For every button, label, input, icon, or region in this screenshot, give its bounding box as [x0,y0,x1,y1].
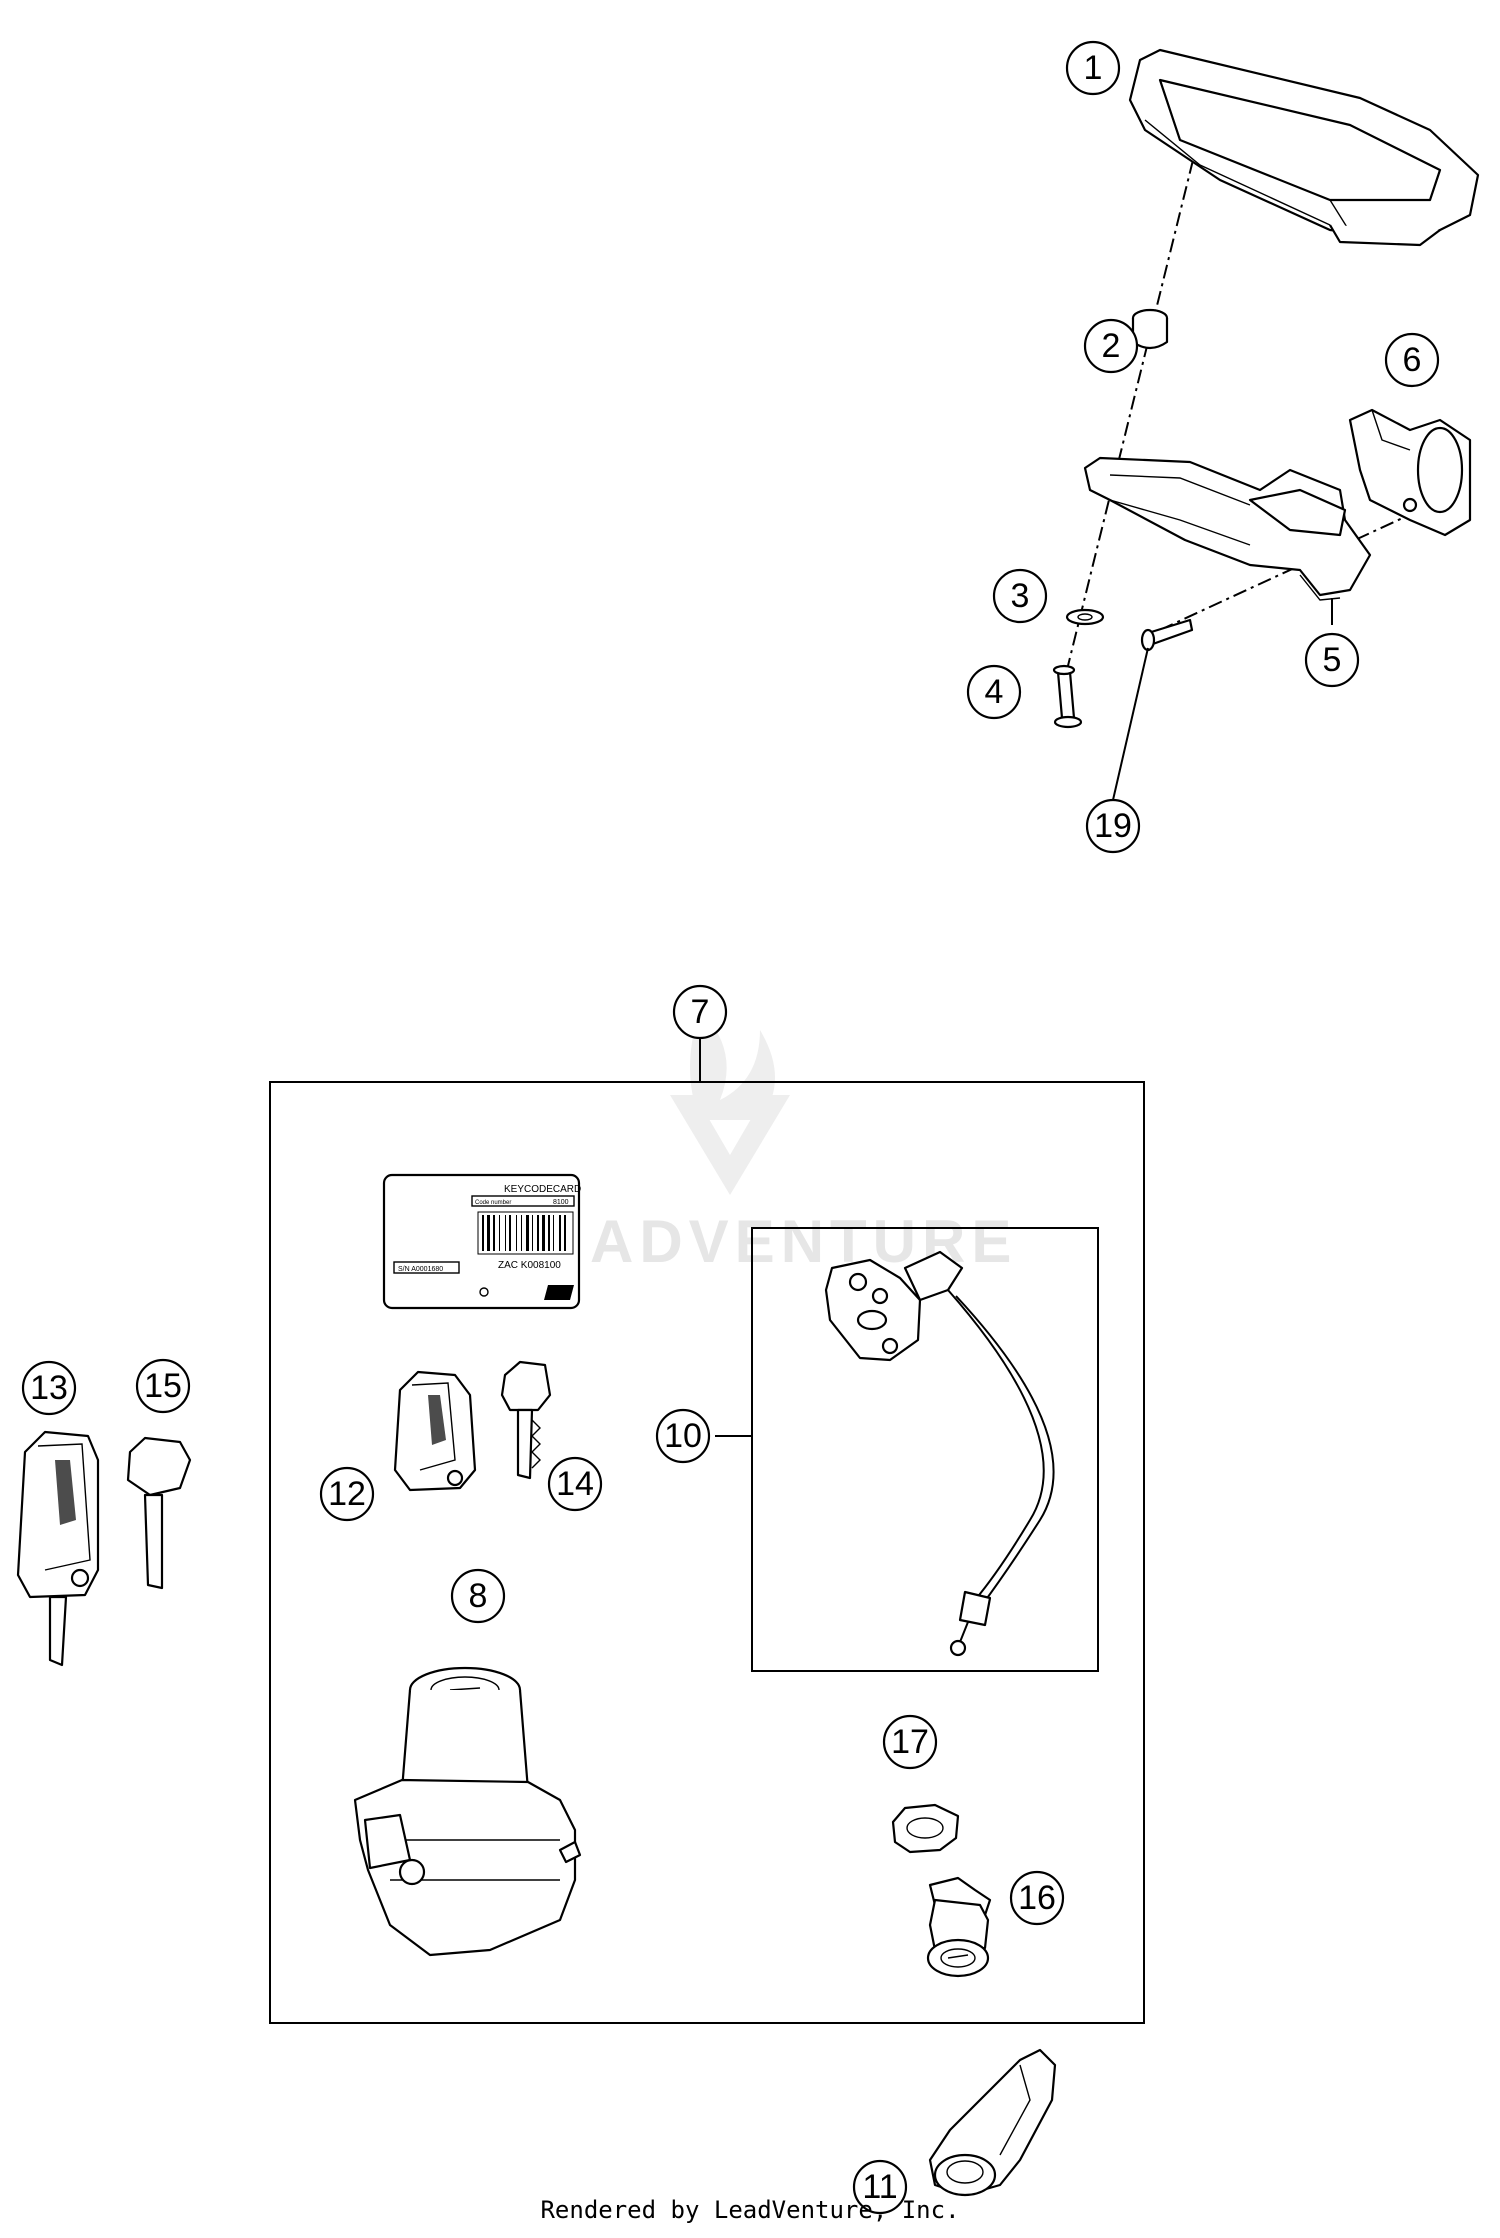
keycode-card-field-right: 8100 [553,1199,569,1206]
keycode-card-serial: S/N A0001680 [398,1266,443,1273]
callout-number: 15 [144,1367,182,1405]
callout-number: 16 [1018,1879,1056,1917]
keycode-card: KEYCODECARD Code number 8100 ZAC K008100… [382,1173,581,1310]
callout-17: 17 [882,1714,938,1770]
lock-cylinder-part [926,1876,992,1978]
callout-number: 7 [691,993,710,1031]
keycode-card-field-left: Code number [475,1200,511,1206]
washer-part [1065,608,1105,626]
barcode-bar [532,1215,533,1251]
cable-connector-part-10 [824,1250,1055,1657]
barcode-bar [493,1215,495,1251]
callout-circle [450,1568,506,1624]
barcode-bar [526,1215,529,1251]
callout-number: 1 [1084,49,1103,87]
key-fob-part-12 [393,1370,477,1492]
kit-box [269,1081,1145,2024]
barcode-bar [509,1215,511,1251]
callout-circle [1384,332,1440,388]
barcode-bar [537,1215,539,1251]
callout-circle [1304,632,1360,688]
callout-circle [1065,40,1121,96]
callout-19: 19 [1085,798,1141,854]
screw-part [1052,664,1083,729]
key-part-14 [500,1360,552,1480]
callout-1: 1 [1065,40,1121,96]
callout-16: 16 [1009,1870,1065,1926]
barcode-bar [516,1215,517,1251]
keycode-card-title: KEYCODECARD [504,1184,581,1195]
ktm-logo-mark [544,1285,574,1300]
barcode-bar [521,1215,522,1251]
callout-6: 6 [1384,332,1440,388]
callout-circle [882,1714,938,1770]
callout-10: 10 [655,1408,711,1464]
keycode-card-code: ZAC K008100 [498,1260,561,1271]
callout-circle [547,1456,603,1512]
dashboard-holder-part [1083,456,1372,601]
callout-number: 6 [1403,341,1422,379]
barcode-bar [505,1215,506,1251]
render-credit: Rendered by LeadVenture, Inc. [540,2196,960,2224]
callout-number: 19 [1094,807,1132,845]
callout-circle [319,1466,375,1522]
barcode-bar [553,1215,554,1251]
barcode-bar [482,1215,484,1251]
callout-number: 13 [30,1369,68,1407]
callout-11: 11 [852,2159,908,2215]
handlebar-clamp-part [1348,408,1472,537]
callout-number: 17 [891,1723,929,1761]
callout-number: 14 [556,1465,594,1503]
callout-circle [1083,318,1139,374]
key-fob-part-13 [16,1430,100,1667]
callout-number: 3 [1011,577,1030,615]
callout-number: 4 [985,673,1004,711]
callout-number: 10 [664,1417,702,1455]
callout-circle [672,984,728,1040]
callout-number: 11 [862,2168,897,2206]
callout-14: 14 [547,1456,603,1512]
barcode-bar [559,1215,561,1251]
barcode-bar [542,1215,545,1251]
watermark: ADVENTURE [590,1010,1011,1275]
callout-4: 4 [966,664,1022,720]
callout-circle [966,664,1022,720]
callout-2: 2 [1083,318,1139,374]
callout-number: 8 [469,1577,488,1615]
callout-12: 12 [319,1466,375,1522]
callout-15: 15 [135,1358,191,1414]
callout-circle [1009,1870,1065,1926]
alignment-line-1-4 [1061,159,1194,691]
callout-13: 13 [21,1360,77,1416]
callout-number: 2 [1102,327,1121,365]
nut-part [891,1803,960,1854]
leader-19 [1112,647,1149,801]
callout-circle [21,1360,77,1416]
barcode-bar [548,1215,550,1251]
callout-circle [655,1408,711,1464]
callout-number: 5 [1323,641,1342,679]
callout-circle [992,568,1048,624]
rubber-bushing-part [1131,308,1169,350]
keycode-barcode [477,1211,574,1255]
barcode-bar [564,1215,566,1251]
callout-3: 3 [992,568,1048,624]
screw-19-part [1140,618,1194,652]
dashboard-display-part [1128,48,1480,247]
callout-circle [852,2159,908,2215]
callout-8: 8 [450,1568,506,1624]
part-10-box [751,1227,1099,1672]
cover-part [928,2048,1057,2197]
key-part-15 [126,1436,192,1590]
callout-circle [135,1358,191,1414]
barcode-bar [487,1215,490,1251]
callout-number: 12 [328,1475,366,1513]
ignition-lock-part [353,1666,582,1957]
barcode-bar [499,1215,500,1251]
callout-5: 5 [1304,632,1360,688]
callout-7: 7 [672,984,728,1040]
callout-circle [1085,798,1141,854]
